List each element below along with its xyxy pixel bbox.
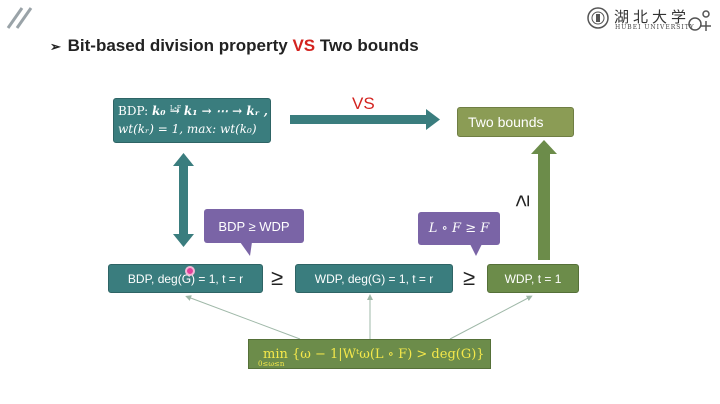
bullet-arrow-icon: ➢ xyxy=(50,39,61,54)
min-subscript: 0≤ω≤n xyxy=(258,360,285,368)
double-vertical-arrow xyxy=(173,153,194,247)
bdp-sequence: k₀ → k₁ → ⋯ → kᵣ , xyxy=(151,104,268,118)
bdp-line2: wt(kᵣ) = 1, max: wt(k₀) xyxy=(118,122,257,136)
title-part1: Bit-based division property xyxy=(67,36,293,55)
bdp-prefix: BDP: xyxy=(118,104,152,118)
callout-lof-geq-f: L ∘ F ≥ F xyxy=(418,212,500,245)
callout-bdp-geq-wdp: BDP ≥ WDP xyxy=(204,209,304,243)
geq-vertical: ≥ xyxy=(509,194,535,208)
title-part2: Two bounds xyxy=(315,36,419,55)
geq-sign-2: ≥ xyxy=(463,265,476,290)
bdp-deg-box: BDP, deg(G) = 1, t = r xyxy=(108,264,263,293)
university-name-en: HUBEI UNIVERSITY xyxy=(615,24,695,31)
wdp-t1-box: WDP, t = 1 xyxy=(487,264,579,293)
circles-logo-icon xyxy=(688,10,711,31)
vs-arrow xyxy=(290,109,440,130)
university-name-cn: 湖北大学 xyxy=(614,8,691,26)
bdp-transform-label: L∘F xyxy=(170,105,182,112)
title-vs: VS xyxy=(292,36,316,55)
bdp-line1: BDP: k₀ → k₁ → ⋯ → kᵣ , xyxy=(118,102,268,120)
two-bounds-box: Two bounds xyxy=(457,107,574,137)
wdp-deg-box: WDP, deg(G) = 1, t = r xyxy=(295,264,453,293)
pointer-cursor xyxy=(185,266,195,276)
callout-lof-tail xyxy=(470,244,482,256)
callout-bdp-tail xyxy=(240,242,252,256)
vs-label: VS xyxy=(352,94,375,113)
link-to-wdp-t1 xyxy=(449,295,533,340)
min-formula-box: min {ω − 1|Wᵗω(L ∘ F) > deg(G)} 0≤ω≤n xyxy=(248,339,491,369)
link-to-bdp xyxy=(185,295,301,340)
bdp-trail-box: L∘F BDP: k₀ → k₁ → ⋯ → kᵣ , wt(kᵣ) = 1, … xyxy=(113,98,271,143)
geq-sign-1: ≥ xyxy=(271,265,284,290)
double-slash-icon xyxy=(6,7,33,29)
up-arrow xyxy=(531,140,557,260)
slide-title: ➢ Bit-based division property VS Two bou… xyxy=(50,36,419,56)
university-seal-icon xyxy=(587,7,609,29)
min-formula: min {ω − 1|Wᵗω(L ∘ F) > deg(G)} xyxy=(263,346,485,362)
